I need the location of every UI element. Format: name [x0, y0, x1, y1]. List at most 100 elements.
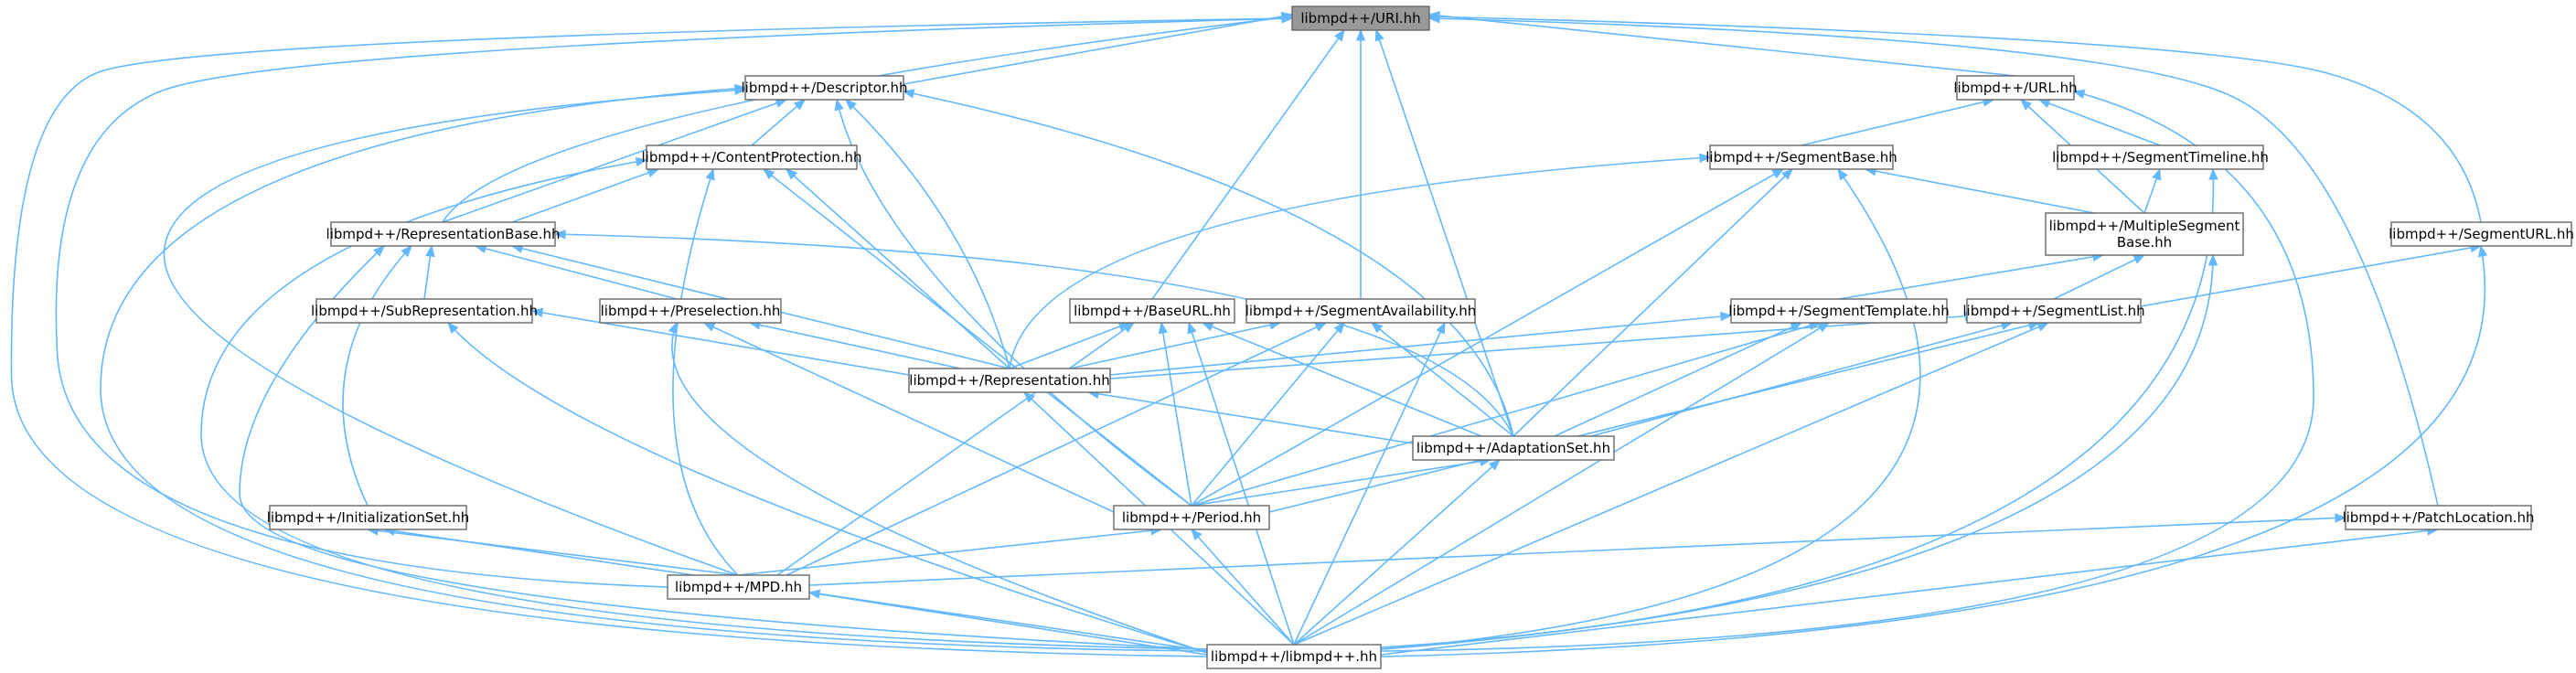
edge-arrowhead	[1355, 28, 1366, 41]
edge-arrowhead	[2132, 254, 2146, 264]
node-segmentavailability[interactable]: libmpd++/SegmentAvailability.hh	[1245, 298, 1477, 324]
edge-arrowhead	[1370, 322, 1384, 334]
edge-baseurl-to-uri	[1151, 28, 1345, 300]
edge-line	[1087, 391, 1414, 444]
edge-arrowhead	[1281, 13, 1294, 24]
node-label: libmpd++/SegmentURL.hh	[2389, 226, 2574, 242]
edge-arrowhead	[902, 89, 915, 99]
node-label: libmpd++/AdaptationSet.hh	[1416, 440, 1610, 456]
edge-representation-to-baseurl	[1009, 322, 1131, 369]
edge-arrowhead	[1699, 153, 1712, 163]
edge-period-to-preselection	[702, 322, 1115, 513]
node-initializationset[interactable]: libmpd++/InitializationSet.hh	[267, 505, 470, 530]
edge-line	[367, 529, 739, 576]
edge-libmpd-to-segmentbase	[1380, 167, 1921, 650]
edge-arrowhead	[2335, 513, 2347, 523]
edge-line	[239, 245, 1208, 650]
node-segmenttemplate[interactable]: libmpd++/SegmentTemplate.hh	[1728, 298, 1950, 324]
node-box	[2345, 505, 2532, 530]
edge-period-to-segmentbase	[1191, 168, 1785, 507]
edge-line	[10, 17, 1293, 657]
node-label: libmpd++/ContentProtection.hh	[641, 149, 861, 166]
node-segmenttimeline[interactable]: libmpd++/SegmentTimeline.hh	[2052, 144, 2269, 170]
edge-multiplesegmentbase-to-segmentbase	[1864, 166, 2095, 214]
edge-line	[1375, 29, 1514, 437]
edge-line	[1428, 17, 2439, 507]
edge-line	[1191, 459, 1491, 507]
edge-line	[903, 91, 1514, 437]
node-subrepresentation[interactable]: libmpd++/SubRepresentation.hh	[311, 298, 538, 324]
node-period[interactable]: libmpd++/Period.hh	[1113, 505, 1270, 530]
node-baseurl[interactable]: libmpd++/BaseURL.hh	[1069, 298, 1235, 324]
edge-arrowhead	[1023, 391, 1035, 403]
edge-arrowhead	[2036, 322, 2050, 332]
edge-line	[1554, 322, 1802, 437]
node-label: libmpd++/URL.hh	[1953, 80, 2077, 96]
edge-line	[554, 233, 1514, 437]
node-label: libmpd++/SubRepresentation.hh	[311, 303, 538, 319]
edge-line	[475, 245, 678, 300]
edge-libmpd-to-segmentavailability	[1293, 321, 1446, 646]
edge-arrowhead	[1334, 28, 1345, 42]
node-url[interactable]: libmpd++/URL.hh	[1953, 75, 2078, 101]
edge-arrowhead	[702, 322, 716, 332]
edge-adaptationset-to-segmentbase	[1512, 168, 1793, 437]
edge-arrowhead	[1837, 167, 1848, 181]
edge-line	[1380, 529, 2439, 656]
edge-arrowhead	[1333, 321, 1345, 335]
edge-arrowhead	[834, 98, 844, 112]
node-box	[1709, 144, 1894, 170]
edge-line	[845, 99, 1010, 369]
edge-line	[1191, 322, 1821, 507]
edge-line	[511, 168, 659, 223]
node-segmenturl[interactable]: libmpd++/SegmentURL.hh	[2389, 221, 2574, 247]
node-box	[1113, 505, 1270, 530]
node-box	[667, 574, 810, 600]
node-label: libmpd++/URI.hh	[1300, 10, 1420, 27]
edge-line	[786, 168, 1010, 369]
node-preselection[interactable]: libmpd++/Preselection.hh	[599, 298, 782, 324]
edge-line	[763, 168, 1192, 507]
edge-contentprotection-to-descriptor	[751, 99, 807, 146]
edge-subrepresentation-to-representationbase	[423, 244, 435, 300]
node-label: libmpd++/SegmentAvailability.hh	[1245, 303, 1477, 319]
node-descriptor[interactable]: libmpd++/Descriptor.hh	[741, 75, 908, 101]
edge-arrowhead	[705, 167, 715, 181]
node-libmpd[interactable]: libmpd++/libmpd++.hh	[1206, 644, 1382, 669]
edge-line	[1512, 168, 1793, 437]
edge-representationbase-to-contentprotection	[511, 167, 660, 223]
edge-arrowhead	[1781, 168, 1793, 180]
edge-representation-to-descriptor	[845, 99, 1010, 369]
node-box	[599, 298, 782, 324]
edge-adaptationset-to-descriptor	[902, 89, 1514, 437]
node-adaptationset[interactable]: libmpd++/AdaptationSet.hh	[1412, 435, 1615, 461]
edge-representation-to-subrepresentation	[530, 307, 910, 376]
node-segmentlist[interactable]: libmpd++/SegmentList.hh	[1962, 298, 2145, 324]
node-label: libmpd++/MPD.hh	[675, 579, 802, 595]
node-mpd[interactable]: libmpd++/MPD.hh	[667, 574, 810, 600]
edge-line	[442, 99, 787, 223]
edge-line	[1160, 322, 1192, 507]
edge-line	[100, 87, 1208, 652]
edge-representation-to-contentprotection	[786, 168, 1010, 369]
node-segmentbase[interactable]: libmpd++/SegmentBase.hh	[1705, 144, 1897, 170]
edge-libmpd-to-multiplesegmentbase	[1380, 253, 2218, 650]
node-representation[interactable]: libmpd++/Representation.hh	[908, 368, 1111, 393]
edge-mpd-to-patchlocation	[808, 513, 2347, 586]
edge-line	[1109, 315, 1732, 376]
edge-line	[447, 322, 1208, 654]
node-box	[1206, 644, 1382, 669]
node-label: libmpd++/SegmentList.hh	[1962, 303, 2144, 319]
edge-line	[671, 322, 1208, 654]
edge-arrowhead	[775, 98, 788, 108]
edge-line	[1151, 29, 1345, 300]
node-label: libmpd++/Preselection.hh	[601, 303, 781, 319]
node-representationbase[interactable]: libmpd++/RepresentationBase.hh	[326, 221, 561, 247]
node-label: Base.hh	[2117, 234, 2172, 251]
node-box	[2045, 212, 2244, 256]
node-patchlocation[interactable]: libmpd++/PatchLocation.hh	[2342, 505, 2535, 530]
edge-arrowhead	[530, 307, 544, 318]
node-contentprotection[interactable]: libmpd++/ContentProtection.hh	[641, 144, 862, 170]
edge-line	[808, 592, 1208, 656]
